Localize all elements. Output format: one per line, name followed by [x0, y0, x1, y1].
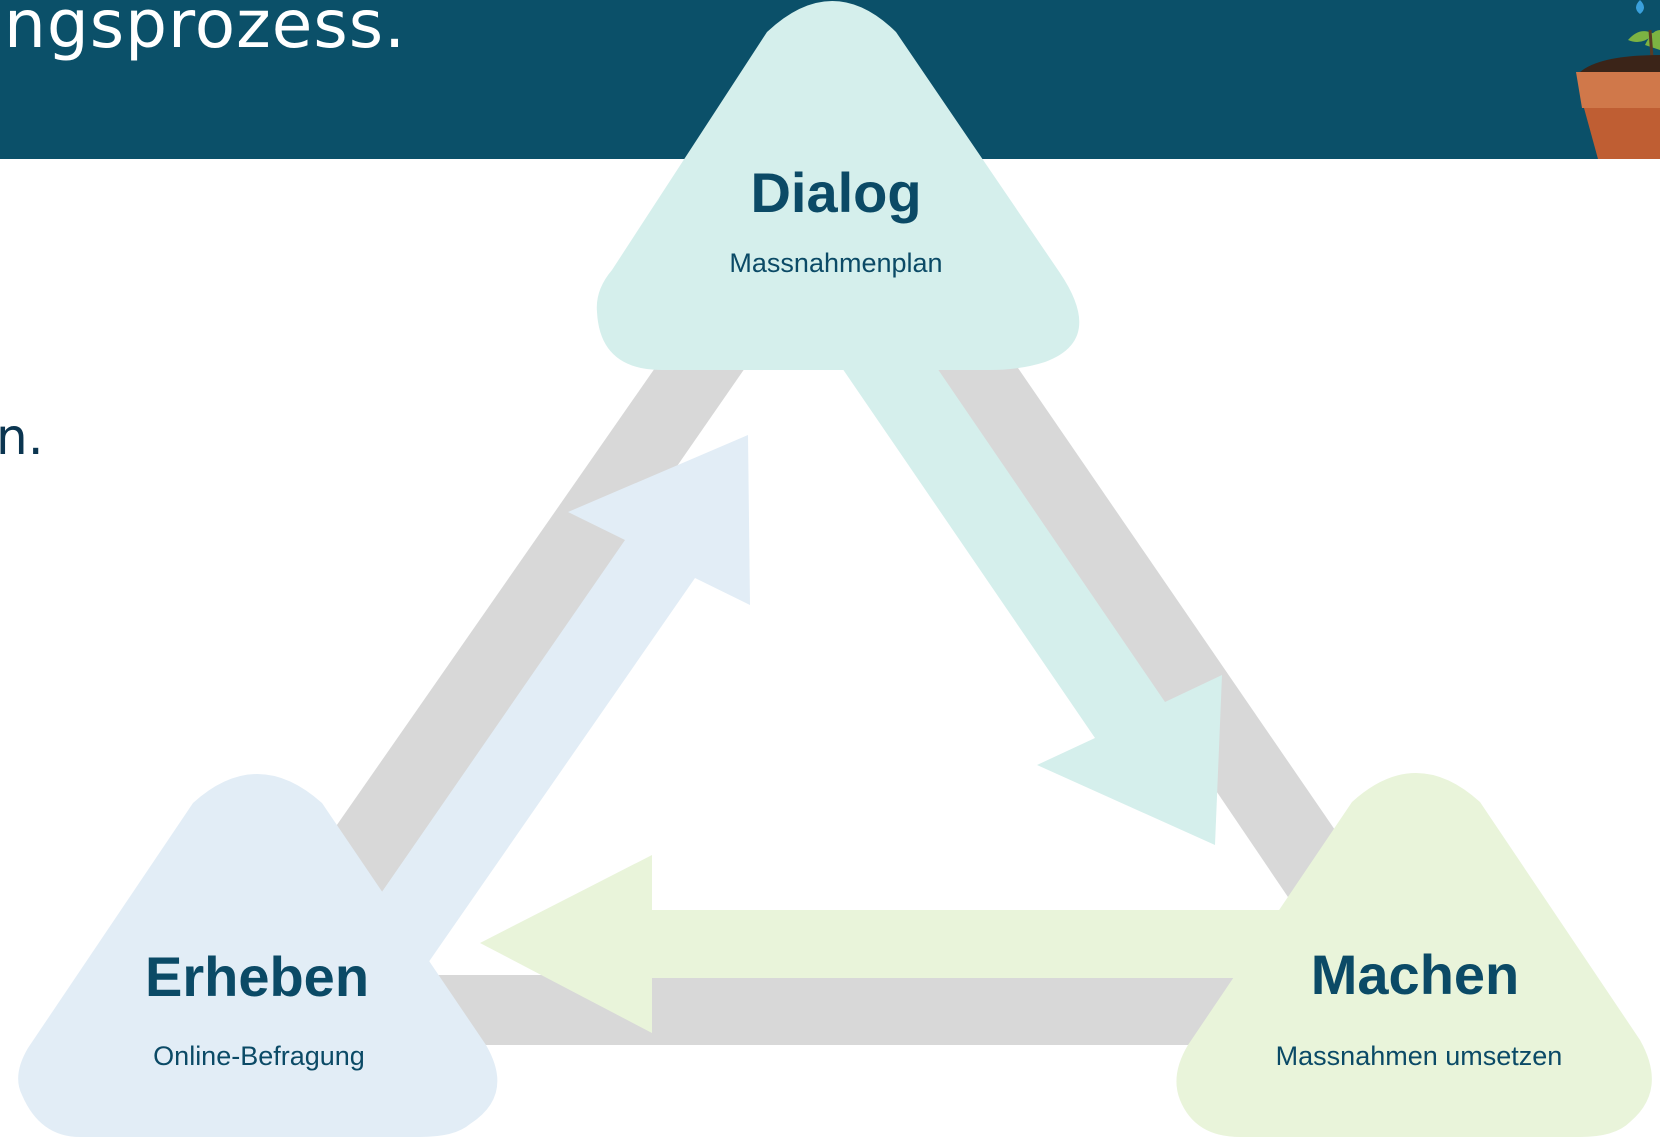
node-erheben-title: Erheben [145, 945, 369, 1008]
frame-right-edge [930, 368, 1335, 900]
page-title: ngsprozess. [4, 0, 407, 63]
node-erheben: Erheben Online-Befragung [18, 774, 498, 1137]
frame-left-edge [332, 368, 745, 895]
node-machen-title: Machen [1311, 943, 1520, 1006]
node-dialog-title: Dialog [750, 161, 921, 224]
plant-pot-icon [1576, 0, 1660, 159]
arrow-erheben-to-dialog [375, 435, 750, 963]
node-dialog-shape [596, 1, 1080, 370]
node-dialog-subtitle: Massnahmenplan [729, 248, 942, 278]
node-erheben-subtitle: Online-Befragung [153, 1041, 365, 1071]
frame-bottom-edge [430, 975, 1235, 1045]
node-erheben-shape [18, 774, 498, 1137]
node-machen-shape [1176, 773, 1652, 1137]
node-machen: Machen Massnahmen umsetzen [1176, 773, 1652, 1137]
arrow-dialog-to-machen [840, 365, 1222, 845]
node-dialog: Dialog Massnahmenplan [596, 1, 1080, 370]
arrow-machen-to-erheben [480, 855, 1300, 1033]
body-text-fragment: n. [0, 408, 44, 466]
node-machen-subtitle: Massnahmen umsetzen [1276, 1041, 1563, 1071]
